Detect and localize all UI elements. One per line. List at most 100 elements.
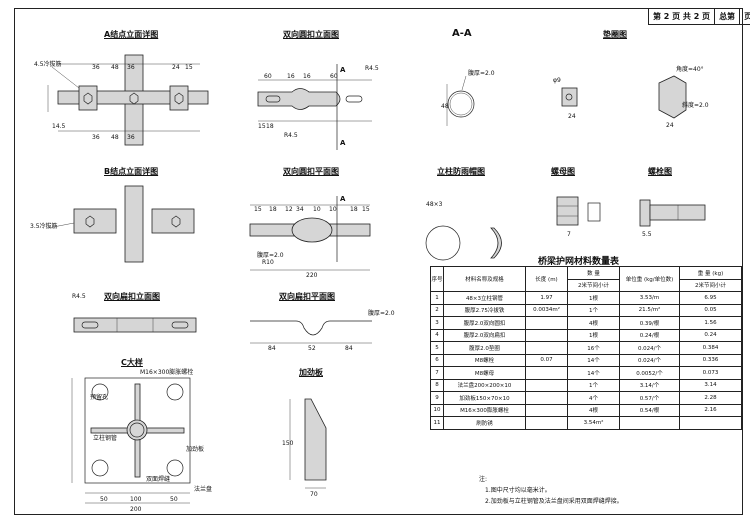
hdr-name: 材料名称及规格	[443, 266, 526, 292]
svg-text:φ9: φ9	[553, 77, 561, 84]
cell-wt: 2.16	[679, 403, 742, 417]
section-a-marker-2: A	[340, 139, 346, 147]
svg-text:16: 16	[303, 73, 311, 80]
svg-text:60: 60	[330, 73, 338, 80]
cell-len	[525, 403, 568, 417]
r45-label-2: R4.5	[284, 132, 298, 139]
hdr-no: 序号	[430, 266, 444, 292]
r10-label: R10	[262, 259, 274, 266]
svg-text:15: 15	[185, 64, 193, 71]
svg-text:48: 48	[441, 103, 449, 110]
drawing-frame	[14, 8, 743, 515]
bolt-head-icon	[129, 92, 139, 105]
cell-unit: 0.024/个	[619, 341, 680, 355]
cell-wt: 0.384	[679, 341, 742, 355]
cell-len: 0.07	[525, 353, 568, 367]
bolt-head	[639, 199, 651, 227]
cell-unit	[619, 416, 680, 430]
dim-70: 70	[310, 491, 318, 498]
cell-qty: 3.54m²	[567, 416, 620, 430]
svg-text:12: 12	[285, 206, 293, 213]
title-cap: 立柱防雨帽图	[437, 167, 485, 176]
title-section-aa: A-A	[452, 28, 472, 39]
svg-text:18: 18	[269, 206, 277, 213]
washer-body	[561, 87, 578, 107]
b-node-elevation: 3.5冷拔筋	[30, 185, 195, 263]
cell-qty: 1根	[567, 328, 620, 342]
cell-no: 1	[430, 291, 444, 305]
dim-50-right: 50	[170, 496, 178, 503]
cell-name: M8螺母	[443, 366, 526, 380]
total-label: 总第	[714, 9, 740, 25]
cell-len	[525, 391, 568, 405]
b-node-clamp-left	[73, 208, 117, 234]
stiffener-view: 150 70	[282, 398, 327, 498]
svg-text:34: 34	[296, 206, 304, 213]
cell-no: 9	[430, 391, 444, 405]
svg-text:15: 15	[362, 206, 370, 213]
weld-label: 双面焊缝	[146, 475, 170, 483]
cell-len	[525, 328, 568, 342]
dim-150: 150	[282, 440, 294, 447]
cell-wt: 2.28	[679, 391, 742, 405]
cell-wt: 0.05	[679, 303, 742, 317]
cell-len	[525, 316, 568, 330]
svg-text:36: 36	[92, 64, 100, 71]
hdr-qty: 数 量	[567, 266, 620, 280]
bolt-view: 5.5	[639, 199, 706, 238]
svg-text:18: 18	[350, 206, 358, 213]
cell-name: 腹厚2.0双向扁扣	[443, 328, 526, 342]
svg-text:15: 15	[254, 206, 262, 213]
r45-label: R4.5	[365, 65, 379, 72]
table-title: 桥梁护网材料数量表	[538, 257, 620, 267]
a-node-clamp-left	[78, 85, 98, 111]
material-table: 序号 材料名称及规格 长度 (m) 数 量 单位重 (kg/单位数) 重 量 (…	[430, 266, 742, 430]
cell-name: 加劲板150×70×10	[443, 391, 526, 405]
cap-dia-label: 48×3	[426, 201, 443, 208]
section-a-marker: A	[340, 66, 346, 74]
base-plate	[84, 377, 191, 484]
svg-text:7: 7	[567, 231, 571, 238]
cell-len	[525, 341, 568, 355]
cell-name: 腹厚2.75冷拔铁	[443, 303, 526, 317]
title-nut: 螺母图	[551, 167, 575, 176]
svg-text:36: 36	[127, 64, 135, 71]
title-bolt: 螺栓图	[648, 167, 672, 176]
flat-r45-label: R4.5	[72, 293, 86, 300]
double-clamp-elev-body	[257, 88, 341, 110]
cell-no: 4	[430, 328, 444, 342]
cap-top	[425, 225, 461, 261]
dim-52: 52	[308, 345, 316, 352]
b-node-post	[124, 185, 144, 263]
cell-unit: 3.53/m	[619, 291, 680, 305]
cell-no: 8	[430, 378, 444, 392]
svg-text:10: 10	[329, 206, 337, 213]
svg-text:18: 18	[266, 123, 274, 130]
c-detail-view: 50 100 50 200 M16×300膨胀螺栓 预留孔 立柱钢管 加劲板 双…	[71, 368, 212, 513]
hdr-wt: 重 量 (kg)	[679, 266, 742, 280]
b-node-clamp-right	[151, 208, 195, 234]
bolt-head-icon	[83, 92, 93, 105]
slope-label: 斜度=2.0	[682, 101, 709, 109]
cell-no: 7	[430, 366, 444, 380]
svg-text:24: 24	[568, 113, 576, 120]
cell-wt: 1.56	[679, 316, 742, 330]
cell-name: M16×300膨胀螺栓	[443, 403, 526, 417]
washer-view: φ9 24 角度=40° 斜度=2.0 24	[553, 65, 709, 129]
post-steel-label: 立柱钢管	[93, 434, 117, 442]
cell-unit: 0.39/根	[619, 316, 680, 330]
cell-len: 1.97	[525, 291, 568, 305]
cell-name: 48×3立柱钢管	[443, 291, 526, 305]
plan-clamp-ring	[291, 217, 333, 243]
cell-name: M8螺栓	[443, 353, 526, 367]
cell-unit: 0.24/根	[619, 328, 680, 342]
note-2: 2.加劲板与立柱钢管及法兰盘间采用双面焊缝焊接。	[485, 498, 623, 505]
title-stiffener: 加劲板	[299, 368, 323, 377]
cell-no: 6	[430, 353, 444, 367]
